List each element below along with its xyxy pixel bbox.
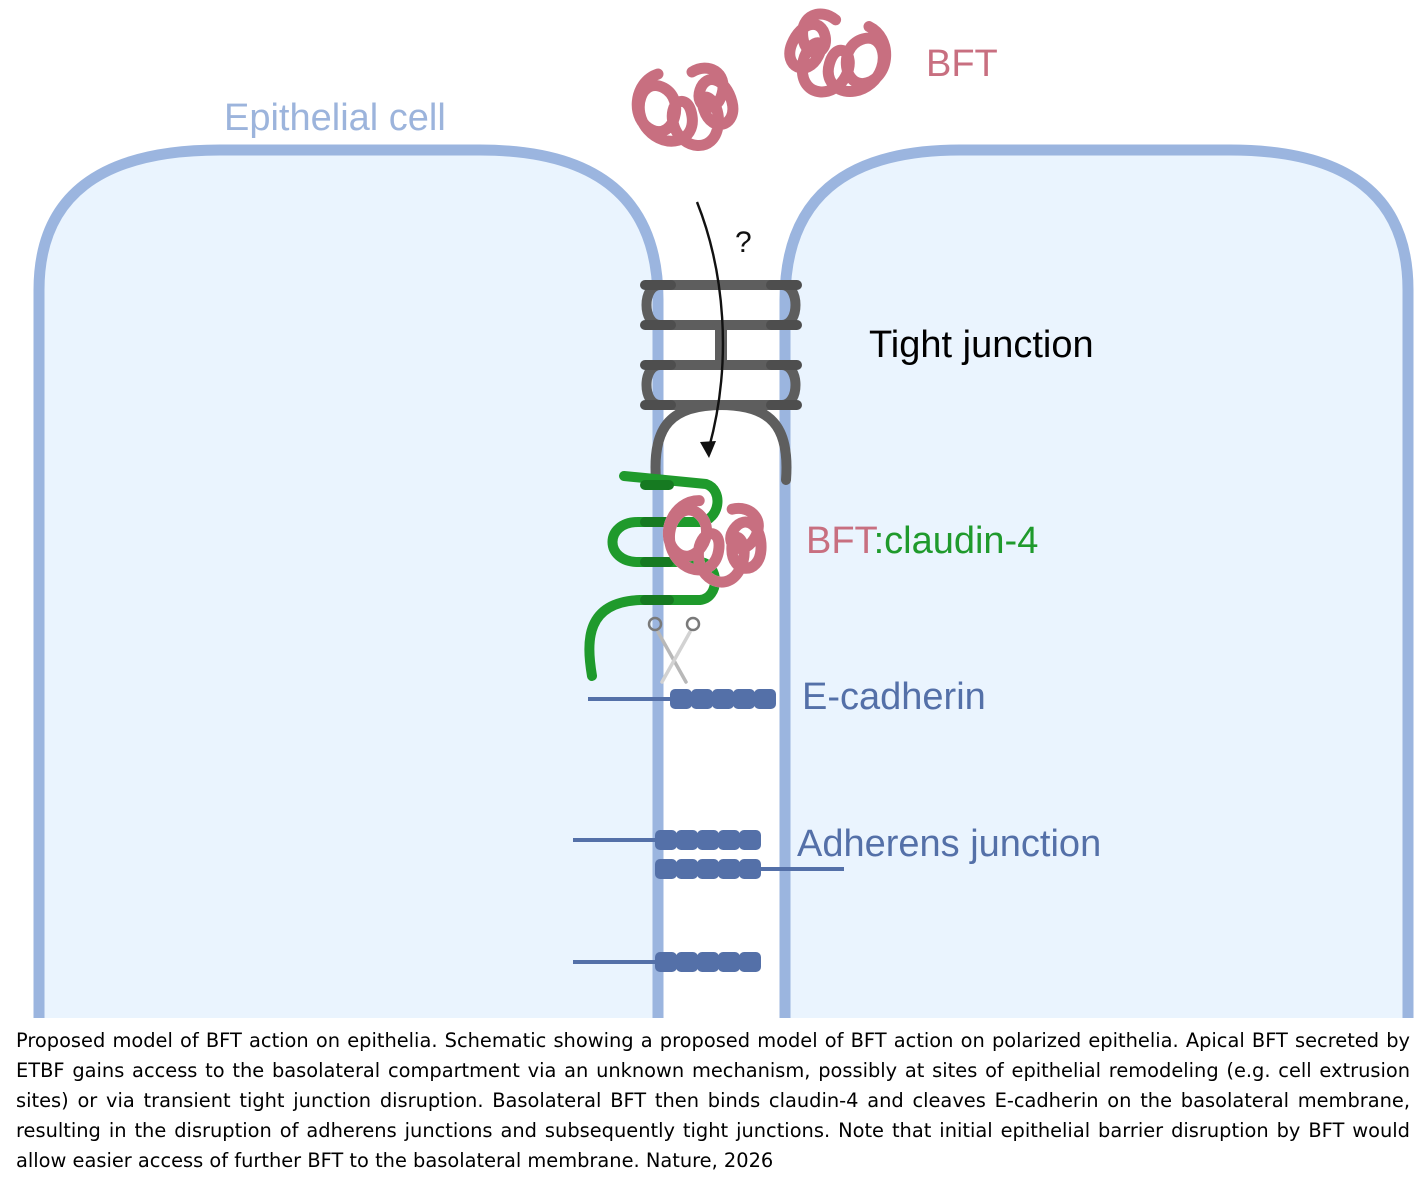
epithelial-cell-label: Epithelial cell xyxy=(224,97,446,139)
question-mark-label: ? xyxy=(735,226,752,259)
bft-claudin-4-label-claudin: :claudin-4 xyxy=(874,520,1039,562)
tight-junction-label: Tight junction xyxy=(869,324,1094,366)
right-epithelial-cell xyxy=(779,144,1414,1018)
tight-junction-proteins xyxy=(640,280,802,480)
bft-toxin-top xyxy=(637,10,890,145)
figure-caption: Proposed model of BFT action on epitheli… xyxy=(16,1029,1410,1172)
bft-label: BFT xyxy=(926,43,998,85)
e-cadherin-label: E-cadherin xyxy=(802,676,986,718)
e-cadherin-protein xyxy=(588,689,776,709)
claudin-4-protein xyxy=(584,471,723,681)
adherens-junction-proteins xyxy=(573,830,844,972)
bft-claudin-4-label-bft: BFT xyxy=(806,520,878,562)
bft-model-diagram: BFT Epithelial cell ? Tight junction BFT… xyxy=(33,0,1414,1018)
adherens-junction-label: Adherens junction xyxy=(797,823,1101,865)
bft-claudin-4-label: BFT:claudin-4 xyxy=(806,520,1038,562)
left-epithelial-cell xyxy=(33,144,664,1018)
epithelial-cells xyxy=(33,144,1414,1018)
paracellular-access-arrow xyxy=(695,201,725,458)
scissors-icon xyxy=(647,616,701,684)
